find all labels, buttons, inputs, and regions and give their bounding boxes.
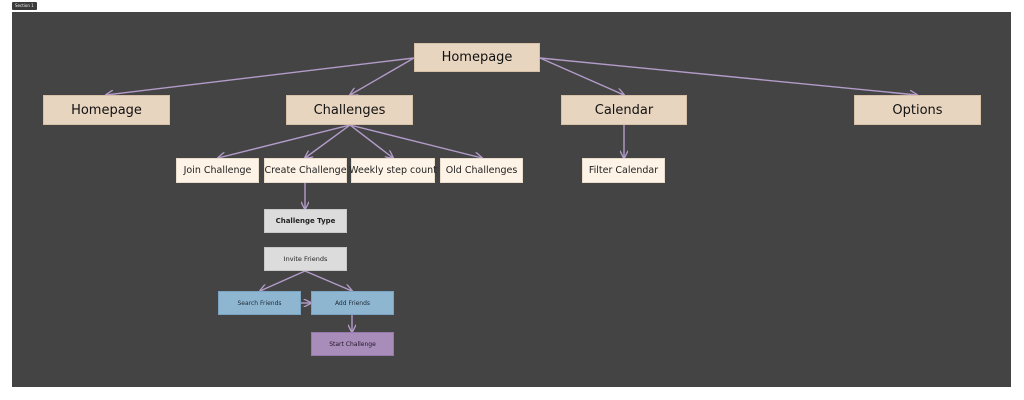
edge-root-options [539,57,917,95]
node-homepage[interactable]: Homepage [43,95,170,125]
node-old-challenges[interactable]: Old Challenges [440,158,523,183]
section-label: Section 1 [12,2,37,10]
node-root-homepage[interactable]: Homepage [414,43,540,72]
edge-challenges-join [218,124,351,158]
edge-challenges-old [349,124,482,158]
node-options[interactable]: Options [854,95,981,125]
edge-invite-add [304,270,352,291]
node-filter-calendar[interactable]: Filter Calendar [582,158,665,183]
edge-invite-search [260,270,306,291]
node-challenges[interactable]: Challenges [286,95,413,125]
edge-root-homepage [106,57,415,95]
edge-root-challenges [350,57,415,95]
node-challenge-type[interactable]: Challenge Type [264,209,347,233]
diagram-canvas [12,12,1011,387]
node-invite-friends[interactable]: Invite Friends [264,247,347,271]
node-add-friends[interactable]: Add Friends [311,291,394,315]
node-weekly-step-count[interactable]: Weekly step count [349,158,437,183]
node-join-challenge[interactable]: Join Challenge [176,158,259,183]
edge-challenges-create [305,124,351,158]
node-calendar[interactable]: Calendar [561,95,687,125]
node-start-challenge[interactable]: Start Challenge [311,332,394,356]
node-search-friends[interactable]: Search Friends [218,291,301,315]
edge-root-calendar [539,57,624,95]
node-create-challenge[interactable]: Create Challenge [264,158,347,183]
edge-challenges-weekly [349,124,393,158]
